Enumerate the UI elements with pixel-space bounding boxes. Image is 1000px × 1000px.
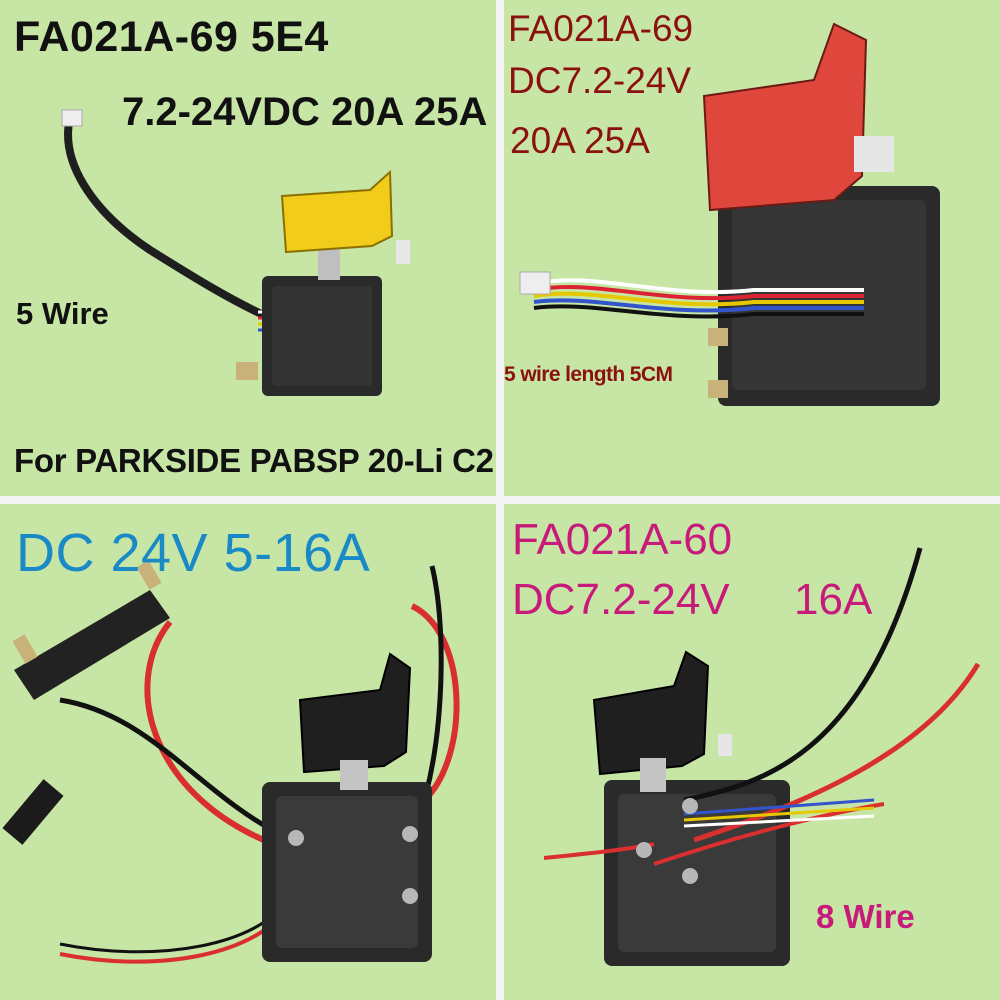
- rating-label: DC 24V 5-16A: [16, 523, 371, 583]
- wire-length-label: 5 wire length 5CM: [504, 363, 673, 386]
- model-label: FA021A-69: [508, 8, 694, 49]
- model-label: FA021A-69 5E4: [14, 13, 329, 61]
- eight-wire-trigger-switch-photo: [543, 547, 981, 966]
- black-trigger-switch-with-plate-photo: [2, 560, 460, 964]
- panel-fa021a-60: FA021A-60 DC7.2-24V 16A 8 Wire: [504, 504, 1000, 1000]
- voltage-label: DC7.2-24V: [512, 575, 730, 624]
- current-label: 20A 25A: [510, 120, 650, 161]
- panel-fa021a-69-red: FA021A-69 DC7.2-24V 20A 25A 5 wire lengt…: [504, 0, 1000, 496]
- red-trigger-switch-photo: [519, 22, 940, 406]
- panel-dc24v-switch: DC 24V 5-16A: [0, 504, 496, 1000]
- voltage-label: DC7.2-24V: [508, 60, 692, 101]
- current-label: 16A: [794, 575, 873, 624]
- wire-count-label: 5 Wire: [16, 296, 109, 331]
- panel-fa021a-69-yellow: FA021A-69 5E4 7.2-24VDC 20A 25A 5 Wire F…: [0, 0, 496, 496]
- compatibility-label: For PARKSIDE PABSP 20-Li C2: [14, 442, 494, 479]
- wire-count-label: 8 Wire: [816, 898, 915, 935]
- yellow-trigger-switch-photo: [61, 109, 410, 396]
- model-label: FA021A-60: [512, 515, 733, 564]
- rating-label: 7.2-24VDC 20A 25A: [122, 90, 488, 134]
